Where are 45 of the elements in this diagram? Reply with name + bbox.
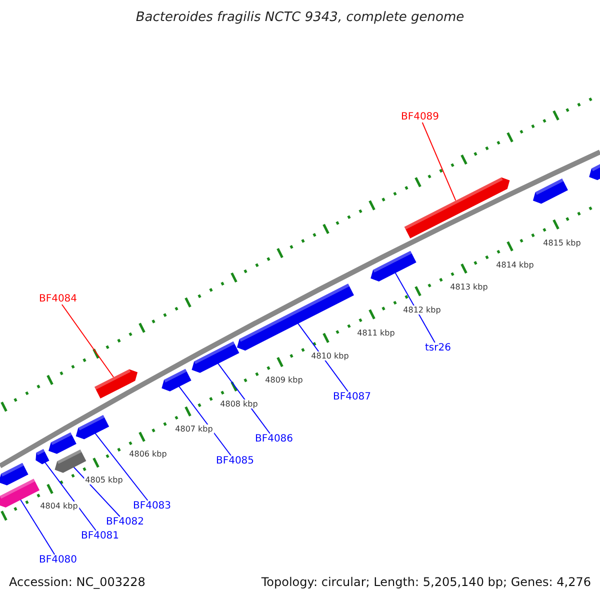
leader-line: [394, 272, 436, 343]
gene-label: BF4087: [332, 392, 372, 402]
gene-label: BF4081: [80, 530, 120, 542]
position-label: 4814 kbp: [495, 260, 535, 270]
position-label: 4807 kbp: [174, 424, 214, 434]
gene-feature: [52, 448, 86, 476]
leader-line: [422, 122, 456, 201]
position-label: 4812 kbp: [402, 306, 442, 314]
gene-feature: [158, 368, 192, 394]
leader-line: [61, 304, 114, 378]
gene-label: tsr26: [425, 342, 451, 354]
position-label: 4811 kbp: [356, 328, 396, 338]
gene-label: BF4089: [400, 112, 440, 122]
position-label: 4805 kbp: [84, 476, 124, 484]
gene-label: BF4086: [254, 434, 294, 444]
gene-label: BF4085: [216, 456, 254, 466]
position-label: 4813 kbp: [449, 282, 489, 292]
gene-feature: [0, 462, 28, 488]
genome-stats-text: Topology: circular; Length: 5,205,140 bp; Genes: 4,276: [261, 575, 591, 589]
leader-line: [94, 432, 148, 501]
position-label: 4809 kbp: [264, 376, 304, 384]
gene-label: BF4084: [38, 294, 78, 304]
leader-line: [44, 461, 96, 531]
gene-feature: [234, 283, 354, 353]
gene-feature: [94, 366, 140, 398]
gene-feature: [46, 432, 76, 456]
position-label: 4806 kbp: [128, 450, 168, 458]
position-label: 4810 kbp: [310, 352, 350, 360]
leader-line: [72, 466, 120, 517]
position-label: 4808 kbp: [219, 400, 259, 408]
position-label: 4815 kbp: [542, 238, 582, 248]
genome-title: Bacteroides fragilis NCTC 9343, complete genome: [134, 10, 466, 25]
position-label: 4804 kbp: [39, 502, 79, 510]
accession-text: Accession: NC_003228: [9, 575, 146, 589]
leader-line: [297, 322, 348, 392]
gene-feature: [368, 250, 416, 284]
gene-feature: [530, 178, 568, 206]
gene-feature: [32, 448, 50, 466]
gene-feature: [188, 340, 240, 376]
gene-label: BF4082: [106, 516, 144, 528]
leader-line: [217, 362, 270, 434]
gene-label: BF4083: [132, 500, 172, 512]
leader-line: [178, 385, 232, 456]
gene-feature: [0, 478, 40, 510]
gene-label: BF4080: [38, 554, 78, 566]
